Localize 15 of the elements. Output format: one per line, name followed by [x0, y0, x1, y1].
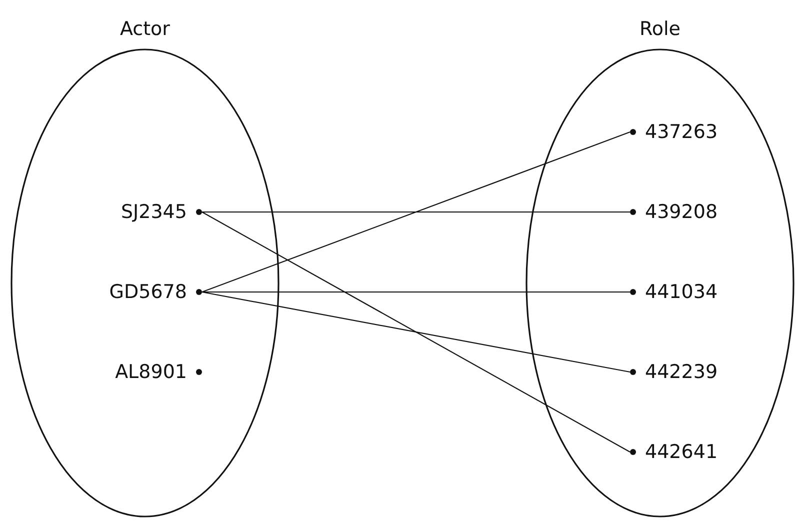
- connector-line: [202, 131, 630, 293]
- element-label: 437263: [645, 120, 718, 144]
- element-label: GD5678: [109, 280, 187, 304]
- set-heading: Role: [640, 17, 680, 42]
- element-label: 442239: [645, 360, 718, 384]
- connector-line: [202, 212, 630, 452]
- connector-line: [202, 211, 630, 213]
- set-heading: Actor: [120, 17, 170, 42]
- element-label: SJ2345: [120, 200, 187, 224]
- connector-line: [202, 291, 630, 373]
- element-label: 441034: [645, 280, 718, 304]
- connector-line: [202, 291, 630, 293]
- element-label: 442641: [645, 440, 718, 464]
- element-label: 439208: [645, 200, 718, 224]
- element-label: AL8901: [115, 360, 187, 384]
